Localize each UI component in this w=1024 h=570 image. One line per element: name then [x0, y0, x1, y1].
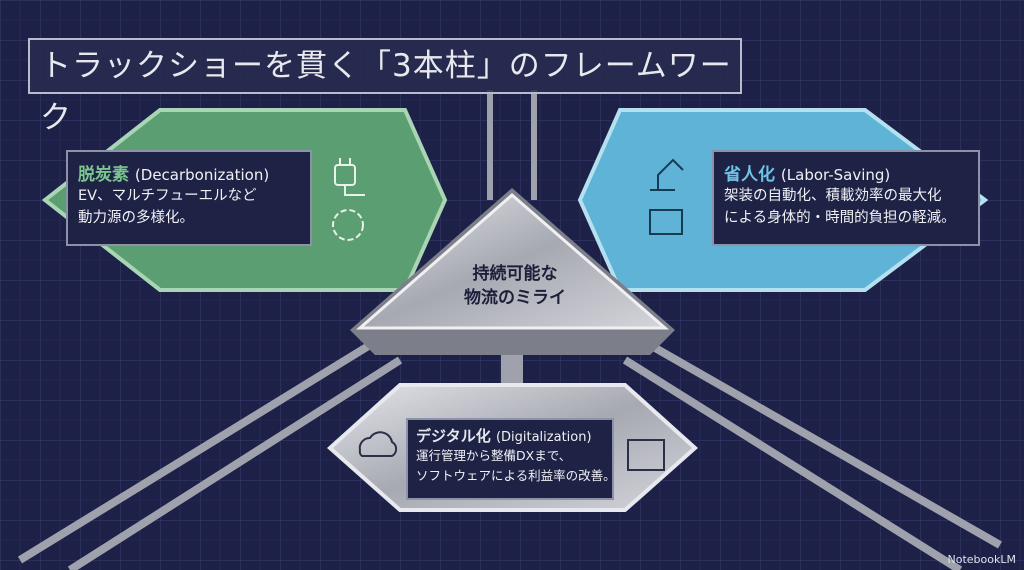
page-title: トラックショーを貫く「3本柱」のフレームワーク [28, 38, 742, 136]
card-line: による身体的・時間的負担の軽減。 [724, 210, 956, 226]
boxes-pallet-icon [649, 209, 683, 235]
cloud-network-icon [358, 431, 398, 457]
card-title-en: (Labor-Saving) [780, 166, 891, 184]
card-title: 脱炭素 [78, 165, 129, 185]
card-title-en: (Decarbonization) [134, 166, 270, 184]
center-label-line: 物流のミライ [464, 288, 566, 308]
card-line: EV、マルチフューエルなど [78, 188, 257, 204]
center-label: 持続可能な 物流のミライ [430, 262, 600, 310]
decarbonization-card: 脱炭素 (Decarbonization) EV、マルチフューエルなど 動力源の… [66, 150, 312, 246]
card-line: ソフトウェアによる利益率の改善。 [416, 468, 616, 483]
plug-icon [334, 158, 365, 196]
dashboard-icon [627, 439, 665, 471]
robot-arm-icon [650, 158, 684, 191]
labor-saving-card: 省人化 (Labor-Saving) 架装の自動化、積載効率の最大化 による身体… [712, 150, 980, 246]
card-title: 省人化 [724, 165, 775, 185]
card-line: 架装の自動化、積載効率の最大化 [724, 188, 942, 204]
card-line: 運行管理から整備DXまで、 [416, 448, 572, 463]
card-line: 動力源の多様化。 [78, 210, 194, 226]
center-label-line: 持続可能な [472, 264, 558, 284]
card-title-en: (Digitalization) [495, 430, 592, 445]
card-title: デジタル化 [416, 427, 491, 445]
digitalization-card: デジタル化 (Digitalization) 運行管理から整備DXまで、 ソフト… [406, 418, 616, 500]
notebooklm-logo: NotebookLM [947, 553, 1016, 566]
renewable-energy-icon [332, 209, 364, 241]
